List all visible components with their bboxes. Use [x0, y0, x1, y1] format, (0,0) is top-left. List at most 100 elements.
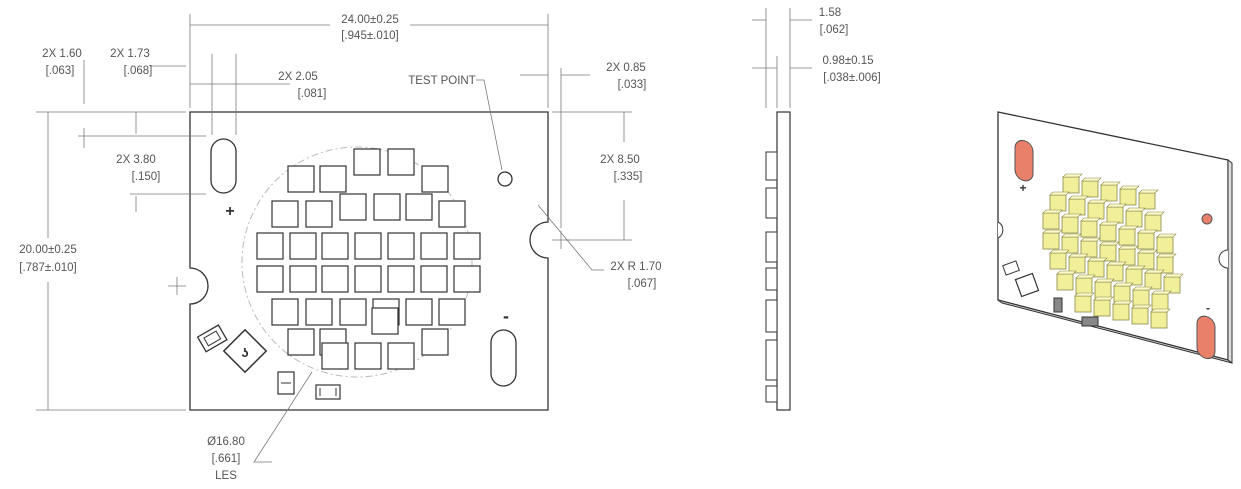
front-view: ʖ + -: [168, 111, 570, 411]
iso-led-top: [1137, 229, 1158, 234]
iso-pad-plus: [1014, 139, 1034, 182]
led-package: [421, 165, 449, 193]
iso-led-top: [1106, 203, 1127, 208]
iso-led-top: [1068, 195, 1089, 200]
iso-led: [1042, 212, 1060, 230]
iso-led-top: [1062, 173, 1083, 178]
notch-pos-in: [.335]: [614, 171, 643, 183]
iso-led-top: [1080, 217, 1101, 222]
iso-led: [1138, 192, 1156, 210]
iso-led-top: [1049, 249, 1070, 254]
iso-led: [1075, 277, 1093, 295]
iso-led-top: [1061, 233, 1082, 238]
iso-led-top: [1106, 261, 1127, 266]
iso-minus: -: [1206, 301, 1210, 315]
iso-led: [1087, 202, 1105, 220]
iso-led-top: [1112, 300, 1133, 305]
iso-led: [1042, 232, 1060, 250]
iso-led-top: [1119, 185, 1140, 190]
led-package: [339, 193, 367, 221]
les-label: LES: [215, 470, 237, 482]
iso-led: [1118, 228, 1136, 246]
side-led: [765, 339, 778, 381]
notch-r-mm: 2X R 1.70: [610, 261, 661, 273]
iso-test-point: [1201, 213, 1213, 225]
iso-led: [1144, 272, 1162, 290]
led-package: [438, 200, 466, 228]
iso-led-top: [1094, 278, 1115, 283]
esd-diode: [196, 324, 228, 353]
iso-led-top: [1093, 296, 1114, 301]
iso-led: [1080, 220, 1098, 238]
led-package: [256, 265, 284, 293]
led-package: [305, 200, 333, 228]
les-circle: [241, 146, 473, 378]
notch-r-in: [.067]: [628, 278, 657, 290]
iso-board-edge: [1227, 159, 1233, 364]
test-point: [497, 171, 513, 187]
svg-text:ʖ: ʖ: [241, 345, 248, 360]
iso-led: [1144, 214, 1162, 232]
led-package: [319, 165, 347, 193]
mounting-slot-left: [210, 138, 237, 194]
side-led: [765, 299, 778, 333]
led-package: [453, 232, 481, 260]
iso-led-top: [1150, 308, 1171, 313]
iso-led-top: [1151, 290, 1172, 295]
resistor-2: [315, 384, 341, 400]
led-package: [420, 232, 448, 260]
side-components: [765, 151, 778, 403]
slot-len-mm: 2X 3.80: [116, 154, 156, 166]
led-package: [353, 148, 381, 176]
iso-board-bottom: [997, 299, 1233, 364]
side-led: [765, 151, 778, 181]
iso-led: [1137, 232, 1155, 250]
led-package: [438, 298, 466, 326]
led-package: [405, 193, 433, 221]
iso-led-top: [1156, 233, 1177, 238]
led-package: [387, 232, 415, 260]
iso-led: [1094, 281, 1112, 299]
iso-led-top: [1042, 229, 1063, 234]
slot-width-in: [.081]: [298, 88, 327, 100]
iso-led-top: [1137, 249, 1158, 254]
iso-led-top: [1080, 237, 1101, 242]
notch-center-left: [168, 277, 186, 295]
board-outline: [189, 111, 549, 411]
iso-led-top: [1061, 213, 1082, 218]
iso-led-top: [1042, 209, 1063, 214]
iso-led-top: [1144, 211, 1165, 216]
front-dimensions: 24.00±0.25 [.945±.010] 20.00±0.25 [.787±…: [19, 14, 662, 482]
plus-symbol: +: [225, 203, 234, 220]
thickness-mm: 1.58: [819, 7, 841, 19]
iso-led-top: [1138, 189, 1159, 194]
iso-led-top: [1068, 253, 1089, 258]
led-package: [321, 342, 349, 370]
iso-led: [1062, 176, 1080, 194]
iso-led: [1049, 252, 1067, 270]
test-point-label: TEST POINT: [408, 75, 476, 87]
iso-led-top: [1075, 274, 1096, 279]
iso-led: [1119, 188, 1137, 206]
iso-led: [1150, 311, 1168, 329]
height-mm: 20.00±0.25: [19, 244, 76, 256]
led-package: [354, 342, 382, 370]
side-led: [765, 385, 778, 403]
iso-led: [1163, 276, 1181, 294]
iso-led-array: [1042, 173, 1184, 329]
iso-led-top: [1099, 241, 1120, 246]
notch-off-in: [.033]: [618, 79, 647, 91]
iso-led-top: [1125, 207, 1146, 212]
substrate-side: [776, 111, 791, 411]
iso-led-top: [1087, 257, 1108, 262]
led-package: [287, 328, 315, 356]
iso-led: [1151, 293, 1169, 311]
led-package: [321, 232, 349, 260]
iso-led-top: [1081, 177, 1102, 182]
led-package: [420, 265, 448, 293]
led-package: [339, 298, 367, 326]
iso-led-top: [1113, 282, 1134, 287]
led-package: [387, 265, 415, 293]
les-in: [.661]: [212, 453, 241, 465]
